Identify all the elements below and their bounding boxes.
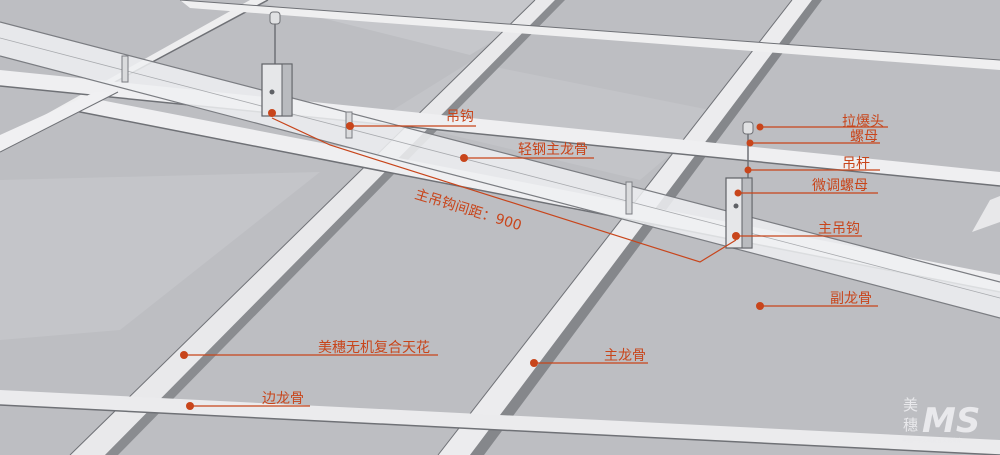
leader-lines [184, 125, 888, 407]
main-keel-back [179, 0, 1000, 70]
watermark: 美 穗 MS 美穗声学无机复合天花专家 [902, 396, 980, 444]
watermark-tagline: 美穗声学无机复合天花专家 [902, 437, 962, 444]
ceiling-panel-left [0, 172, 320, 340]
cross-keel-4 [972, 196, 1000, 232]
watermark-logo: MS [922, 401, 980, 441]
label-hook: 吊钩 [446, 109, 474, 125]
label-expansion-bolt: 拉爆头 [842, 114, 884, 130]
label-edge-keel: 边龙骨 [262, 391, 304, 407]
label-secondary-keel: 副龙骨 [830, 291, 872, 307]
bolt-left [269, 11, 281, 25]
label-hanger-rod: 吊杆 [842, 156, 870, 172]
watermark-char-top: 美 [903, 396, 918, 414]
watermark-char-bottom: 穗 [903, 416, 918, 434]
hook-spacing-dimension-line [271, 117, 737, 263]
label-light-steel-main-keel: 轻钢主龙骨 [518, 142, 588, 158]
label-main-keel: 主龙骨 [604, 348, 646, 364]
hanger-left [261, 11, 293, 117]
label-fine-adjust-nut: 微调螺母 [812, 178, 868, 194]
cross-keel-2 [69, 0, 565, 455]
label-ceiling-panel: 美穗无机复合天花 [318, 339, 430, 356]
label-nut: 螺母 [850, 129, 878, 145]
left-front-keel [0, 91, 119, 153]
leader-dots [180, 109, 764, 410]
bolt-right [742, 121, 754, 135]
label-main-hook: 主吊钩 [818, 221, 860, 237]
cross-keel-3 [437, 0, 822, 455]
